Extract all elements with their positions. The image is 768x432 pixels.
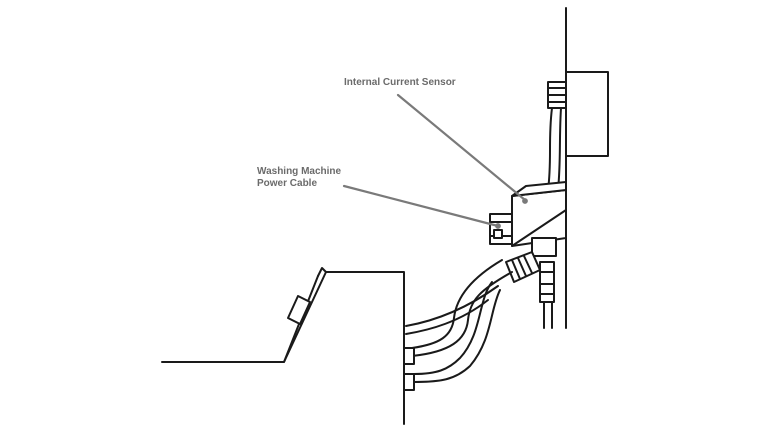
hose-1 — [411, 271, 513, 357]
hose-fitting-2 — [403, 373, 415, 391]
wall-outlet-box — [565, 71, 609, 157]
sensor-leader-line — [396, 93, 527, 202]
washing-machine — [161, 267, 405, 425]
hose-connector — [505, 251, 555, 303]
sensor-label: Internal Current Sensor — [344, 77, 456, 88]
hose-fitting-1 — [403, 347, 415, 365]
power-cable-label-line1: Washing Machine — [257, 166, 342, 177]
outlet-plug — [547, 81, 567, 109]
machine-plug — [489, 213, 513, 245]
cable-leader-line — [342, 184, 500, 228]
current-sensor-box — [511, 181, 567, 257]
power-cable-label: Washing Machine Power Cable — [257, 166, 341, 190]
power-cable-label-line2: Power Cable — [257, 178, 318, 189]
plug-cable — [547, 107, 553, 191]
hose-2 — [413, 289, 501, 383]
